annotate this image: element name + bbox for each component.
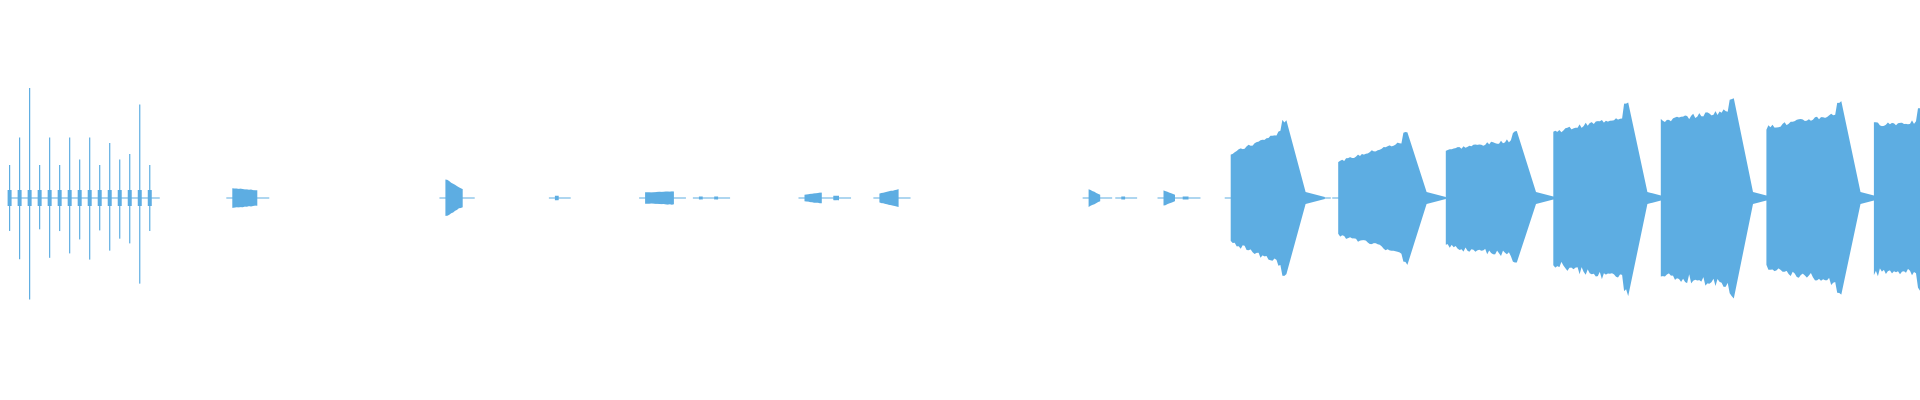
waveform-segment-blip [1176, 196, 1201, 200]
waveform-spike-body [97, 190, 102, 206]
waveform-spike-body [57, 190, 62, 206]
waveform-envelope [1445, 131, 1556, 263]
waveform-spike-body [117, 190, 122, 206]
waveform-spike-body [147, 190, 152, 206]
waveform-segment-burst [1082, 189, 1113, 207]
waveform-spike-body [7, 190, 12, 206]
waveform-spike-body [87, 190, 92, 206]
waveform-segments [7, 88, 1920, 300]
waveform-segment-blip [1284, 196, 1330, 200]
waveform-spike-body [27, 190, 32, 206]
waveform-segment-spikes [7, 88, 160, 300]
waveform-segment-block [1332, 132, 1452, 265]
waveform-segment-burst [439, 179, 475, 216]
waveform-segment-blip [827, 195, 852, 201]
waveform-spike-body [107, 190, 112, 206]
waveform-segment-block [1760, 101, 1886, 295]
waveform-spike-body [37, 190, 42, 206]
waveform-segment-burst [226, 188, 270, 208]
waveform-segment-block [1867, 108, 1920, 291]
waveform-spike-body [77, 190, 82, 206]
waveform-segment-block [1439, 131, 1562, 263]
waveform-envelope [1873, 108, 1920, 291]
waveform-spike-body [67, 190, 72, 206]
waveform-segment-block [1654, 98, 1779, 299]
waveform-spike-body [127, 190, 132, 206]
waveform-segment-blip [708, 196, 731, 200]
waveform-envelope [1553, 102, 1667, 297]
waveform-spike-body [137, 190, 142, 206]
waveform-segment-blip [1115, 196, 1138, 200]
waveform-segment-burst [873, 189, 911, 207]
waveform-spike-body [17, 190, 22, 206]
waveform-segment-burst [639, 191, 686, 205]
waveform-spike-body [47, 190, 52, 206]
waveform-segment-block [1547, 102, 1673, 297]
waveform-segment-blip [548, 195, 571, 201]
